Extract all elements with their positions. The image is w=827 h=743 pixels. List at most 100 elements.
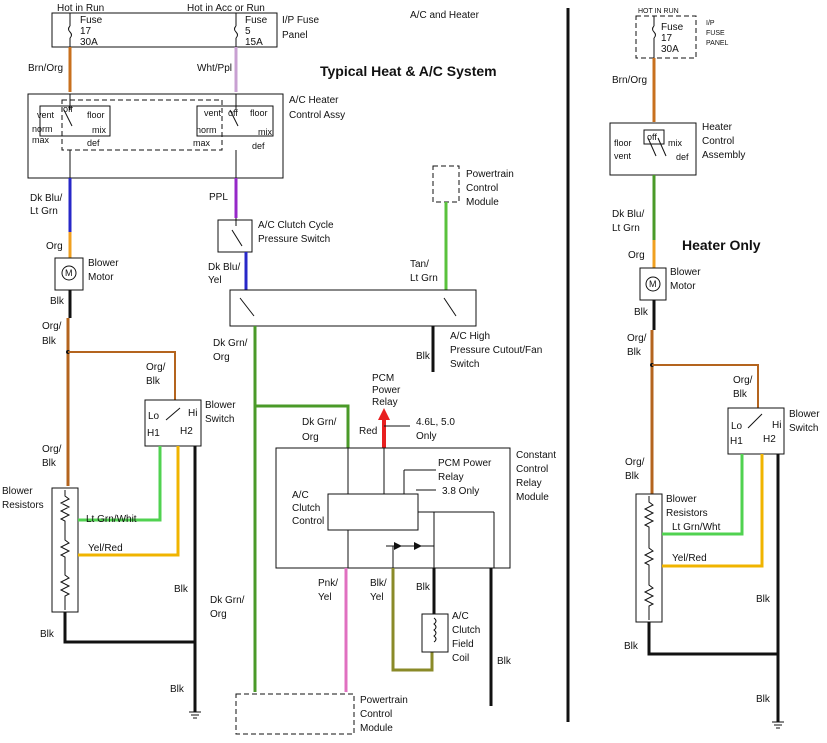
fuse-5-amp: 15A bbox=[245, 37, 263, 48]
svg-text:A/C High: A/C High bbox=[450, 331, 490, 342]
svg-text:Relay: Relay bbox=[438, 472, 464, 483]
svg-text:Org: Org bbox=[628, 250, 645, 261]
heater-wire-yel-red bbox=[662, 454, 764, 568]
svg-text:Control: Control bbox=[702, 136, 734, 147]
svg-text:30A: 30A bbox=[661, 44, 679, 55]
svg-text:Blk: Blk bbox=[50, 296, 65, 307]
svg-text:Yel: Yel bbox=[318, 592, 332, 603]
blower-motor-icon bbox=[61, 265, 77, 281]
svg-text:PCM: PCM bbox=[372, 373, 394, 384]
svg-text:HOT IN RUN: HOT IN RUN bbox=[638, 8, 679, 15]
heater-blower-switch bbox=[727, 407, 785, 455]
svg-text:def: def bbox=[676, 152, 689, 162]
svg-text:Lt Grn: Lt Grn bbox=[30, 206, 58, 217]
heater-wire-lt-grn-wht bbox=[662, 454, 744, 536]
svg-text:A/C: A/C bbox=[452, 611, 469, 622]
svg-text:Org: Org bbox=[213, 352, 230, 363]
svg-text:Module: Module bbox=[516, 492, 549, 503]
svg-text:Blk/: Blk/ bbox=[370, 578, 387, 589]
svg-text:Org/: Org/ bbox=[42, 444, 62, 455]
ac-heater-control-1: A/C Heater bbox=[289, 95, 339, 106]
svg-text:M: M bbox=[65, 268, 73, 278]
svg-text:Hi: Hi bbox=[772, 420, 781, 431]
svg-text:Coil: Coil bbox=[452, 653, 469, 664]
svg-text:Dk Grn/: Dk Grn/ bbox=[302, 417, 337, 428]
svg-text:I/P: I/P bbox=[706, 20, 715, 27]
svg-text:17: 17 bbox=[661, 33, 673, 44]
svg-text:Blk: Blk bbox=[733, 389, 748, 400]
svg-text:Blk: Blk bbox=[42, 336, 57, 347]
title-typical-system: Typical Heat & A/C System bbox=[320, 63, 497, 79]
heater-ground-icon bbox=[772, 721, 784, 729]
svg-text:Dk Blu/: Dk Blu/ bbox=[208, 262, 240, 273]
label-hot-in-run: Hot in Run bbox=[57, 3, 104, 14]
svg-text:Heater: Heater bbox=[702, 122, 733, 133]
svg-text:vent: vent bbox=[37, 110, 55, 120]
svg-text:Org/: Org/ bbox=[733, 375, 753, 386]
svg-text:Blk: Blk bbox=[416, 351, 431, 362]
svg-text:A/C: A/C bbox=[292, 490, 309, 501]
svg-text:Lo: Lo bbox=[148, 411, 160, 422]
svg-text:Org: Org bbox=[302, 432, 319, 443]
svg-text:Yel/Red: Yel/Red bbox=[88, 543, 123, 554]
svg-text:Blower: Blower bbox=[666, 494, 697, 505]
svg-text:Lt Grn/Whit: Lt Grn/Whit bbox=[86, 514, 137, 525]
svg-text:Blower: Blower bbox=[670, 267, 701, 278]
ip-fuse-panel-2: Panel bbox=[282, 30, 308, 41]
svg-text:3.8 Only: 3.8 Only bbox=[442, 486, 479, 497]
svg-text:Assembly: Assembly bbox=[702, 150, 745, 161]
svg-text:Blk: Blk bbox=[146, 376, 161, 387]
ac-heater-control-box bbox=[27, 93, 284, 179]
svg-text:Blk: Blk bbox=[497, 656, 512, 667]
svg-text:Yel: Yel bbox=[208, 275, 222, 286]
svg-text:Tan/: Tan/ bbox=[410, 259, 429, 270]
svg-text:Blower: Blower bbox=[789, 409, 820, 420]
svg-text:Clutch: Clutch bbox=[292, 503, 320, 514]
svg-text:A/C Clutch Cycle: A/C Clutch Cycle bbox=[258, 220, 334, 231]
svg-text:Dk Blu/: Dk Blu/ bbox=[612, 209, 644, 220]
svg-text:PPL: PPL bbox=[209, 192, 228, 203]
svg-text:Constant: Constant bbox=[516, 450, 556, 461]
svg-text:mix: mix bbox=[668, 138, 682, 148]
svg-text:Lt Grn/Wht: Lt Grn/Wht bbox=[672, 522, 721, 533]
blower-switch-box bbox=[144, 399, 202, 447]
svg-text:Pressure Cutout/Fan: Pressure Cutout/Fan bbox=[450, 345, 542, 356]
svg-text:floor: floor bbox=[250, 108, 268, 118]
svg-text:Blk: Blk bbox=[756, 594, 771, 605]
svg-text:Control: Control bbox=[292, 516, 324, 527]
svg-text:Switch: Switch bbox=[205, 414, 234, 425]
svg-text:floor: floor bbox=[614, 138, 632, 148]
label-hot-in-acc: Hot in Acc or Run bbox=[187, 3, 265, 14]
svg-text:Blk: Blk bbox=[170, 684, 185, 695]
powertrain-cm-top bbox=[432, 165, 460, 203]
svg-text:def: def bbox=[87, 138, 100, 148]
wire-yel-red bbox=[78, 446, 180, 557]
fuse-17-number: 17 bbox=[80, 26, 92, 37]
powertrain-cm-bottom bbox=[235, 693, 355, 735]
svg-text:Blower: Blower bbox=[205, 400, 236, 411]
svg-text:Org: Org bbox=[46, 241, 63, 252]
svg-text:Blk: Blk bbox=[624, 641, 639, 652]
svg-text:Blk: Blk bbox=[756, 694, 771, 705]
svg-text:M: M bbox=[649, 279, 657, 289]
svg-text:Module: Module bbox=[466, 197, 499, 208]
svg-text:Field: Field bbox=[452, 639, 474, 650]
title-heater-only: Heater Only bbox=[682, 237, 761, 253]
svg-text:H2: H2 bbox=[180, 426, 193, 437]
svg-text:Org/: Org/ bbox=[146, 362, 166, 373]
svg-text:PCM Power: PCM Power bbox=[438, 458, 492, 469]
svg-text:Control: Control bbox=[516, 464, 548, 475]
svg-text:vent: vent bbox=[614, 151, 632, 161]
svg-text:norm: norm bbox=[196, 125, 217, 135]
svg-text:off: off bbox=[63, 104, 73, 114]
svg-text:Org: Org bbox=[210, 609, 227, 620]
label-brn-org: Brn/Org bbox=[28, 63, 63, 74]
fuse-5-number: 5 bbox=[245, 26, 251, 37]
svg-text:Fuse: Fuse bbox=[661, 22, 684, 33]
heading-ac-heater: A/C and Heater bbox=[410, 10, 480, 21]
svg-text:Dk Blu/: Dk Blu/ bbox=[30, 193, 62, 204]
wire-lt-grn-whit bbox=[78, 446, 162, 522]
svg-text:Clutch: Clutch bbox=[452, 625, 480, 636]
svg-text:Module: Module bbox=[360, 723, 393, 734]
